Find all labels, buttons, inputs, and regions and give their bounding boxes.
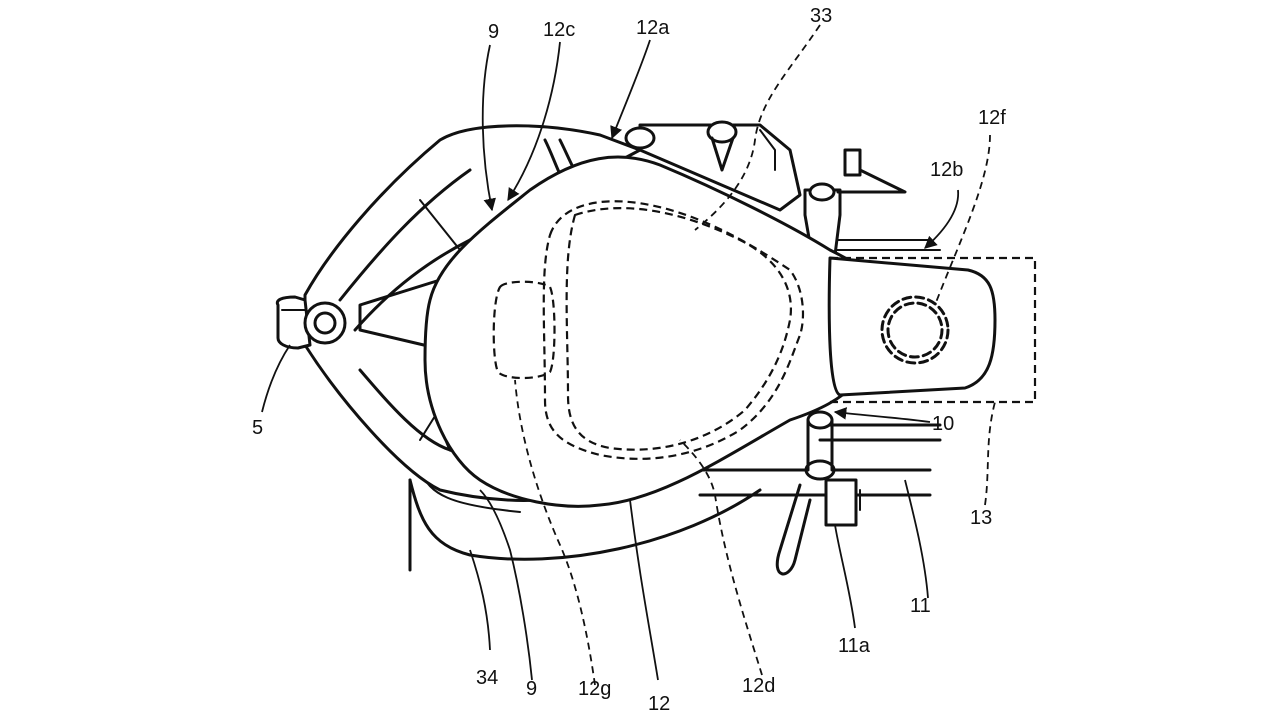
leader-lines (261, 24, 996, 686)
label-12: 12 (648, 693, 670, 715)
label-11: 11 (910, 595, 931, 617)
label-9-bottom: 9 (526, 678, 537, 700)
label-5: 5 (252, 417, 263, 439)
label-12f: 12f (978, 107, 1006, 129)
label-12b: 12b (930, 159, 963, 181)
pivot-bolt (275, 295, 347, 350)
hidden-outlines (492, 200, 1037, 460)
label-10: 10 (932, 413, 954, 435)
fuel-tank (423, 155, 997, 508)
engine-top-parts (624, 120, 907, 257)
label-9-top: 9 (488, 21, 499, 43)
label-13: 13 (970, 507, 992, 529)
label-11a: 11a (838, 635, 871, 657)
label-12g: 12g (578, 678, 611, 700)
label-12d: 12d (742, 675, 775, 697)
label-34: 34 (476, 667, 498, 689)
label-33: 33 (810, 5, 832, 27)
frame-rail (698, 239, 942, 497)
reference-labels: 5 9 12c 12a 33 12f 12b 10 13 11 11a 12d … (252, 5, 1006, 715)
label-12c: 12c (543, 19, 575, 41)
label-12a: 12a (636, 17, 670, 39)
lower-mount (775, 410, 861, 576)
